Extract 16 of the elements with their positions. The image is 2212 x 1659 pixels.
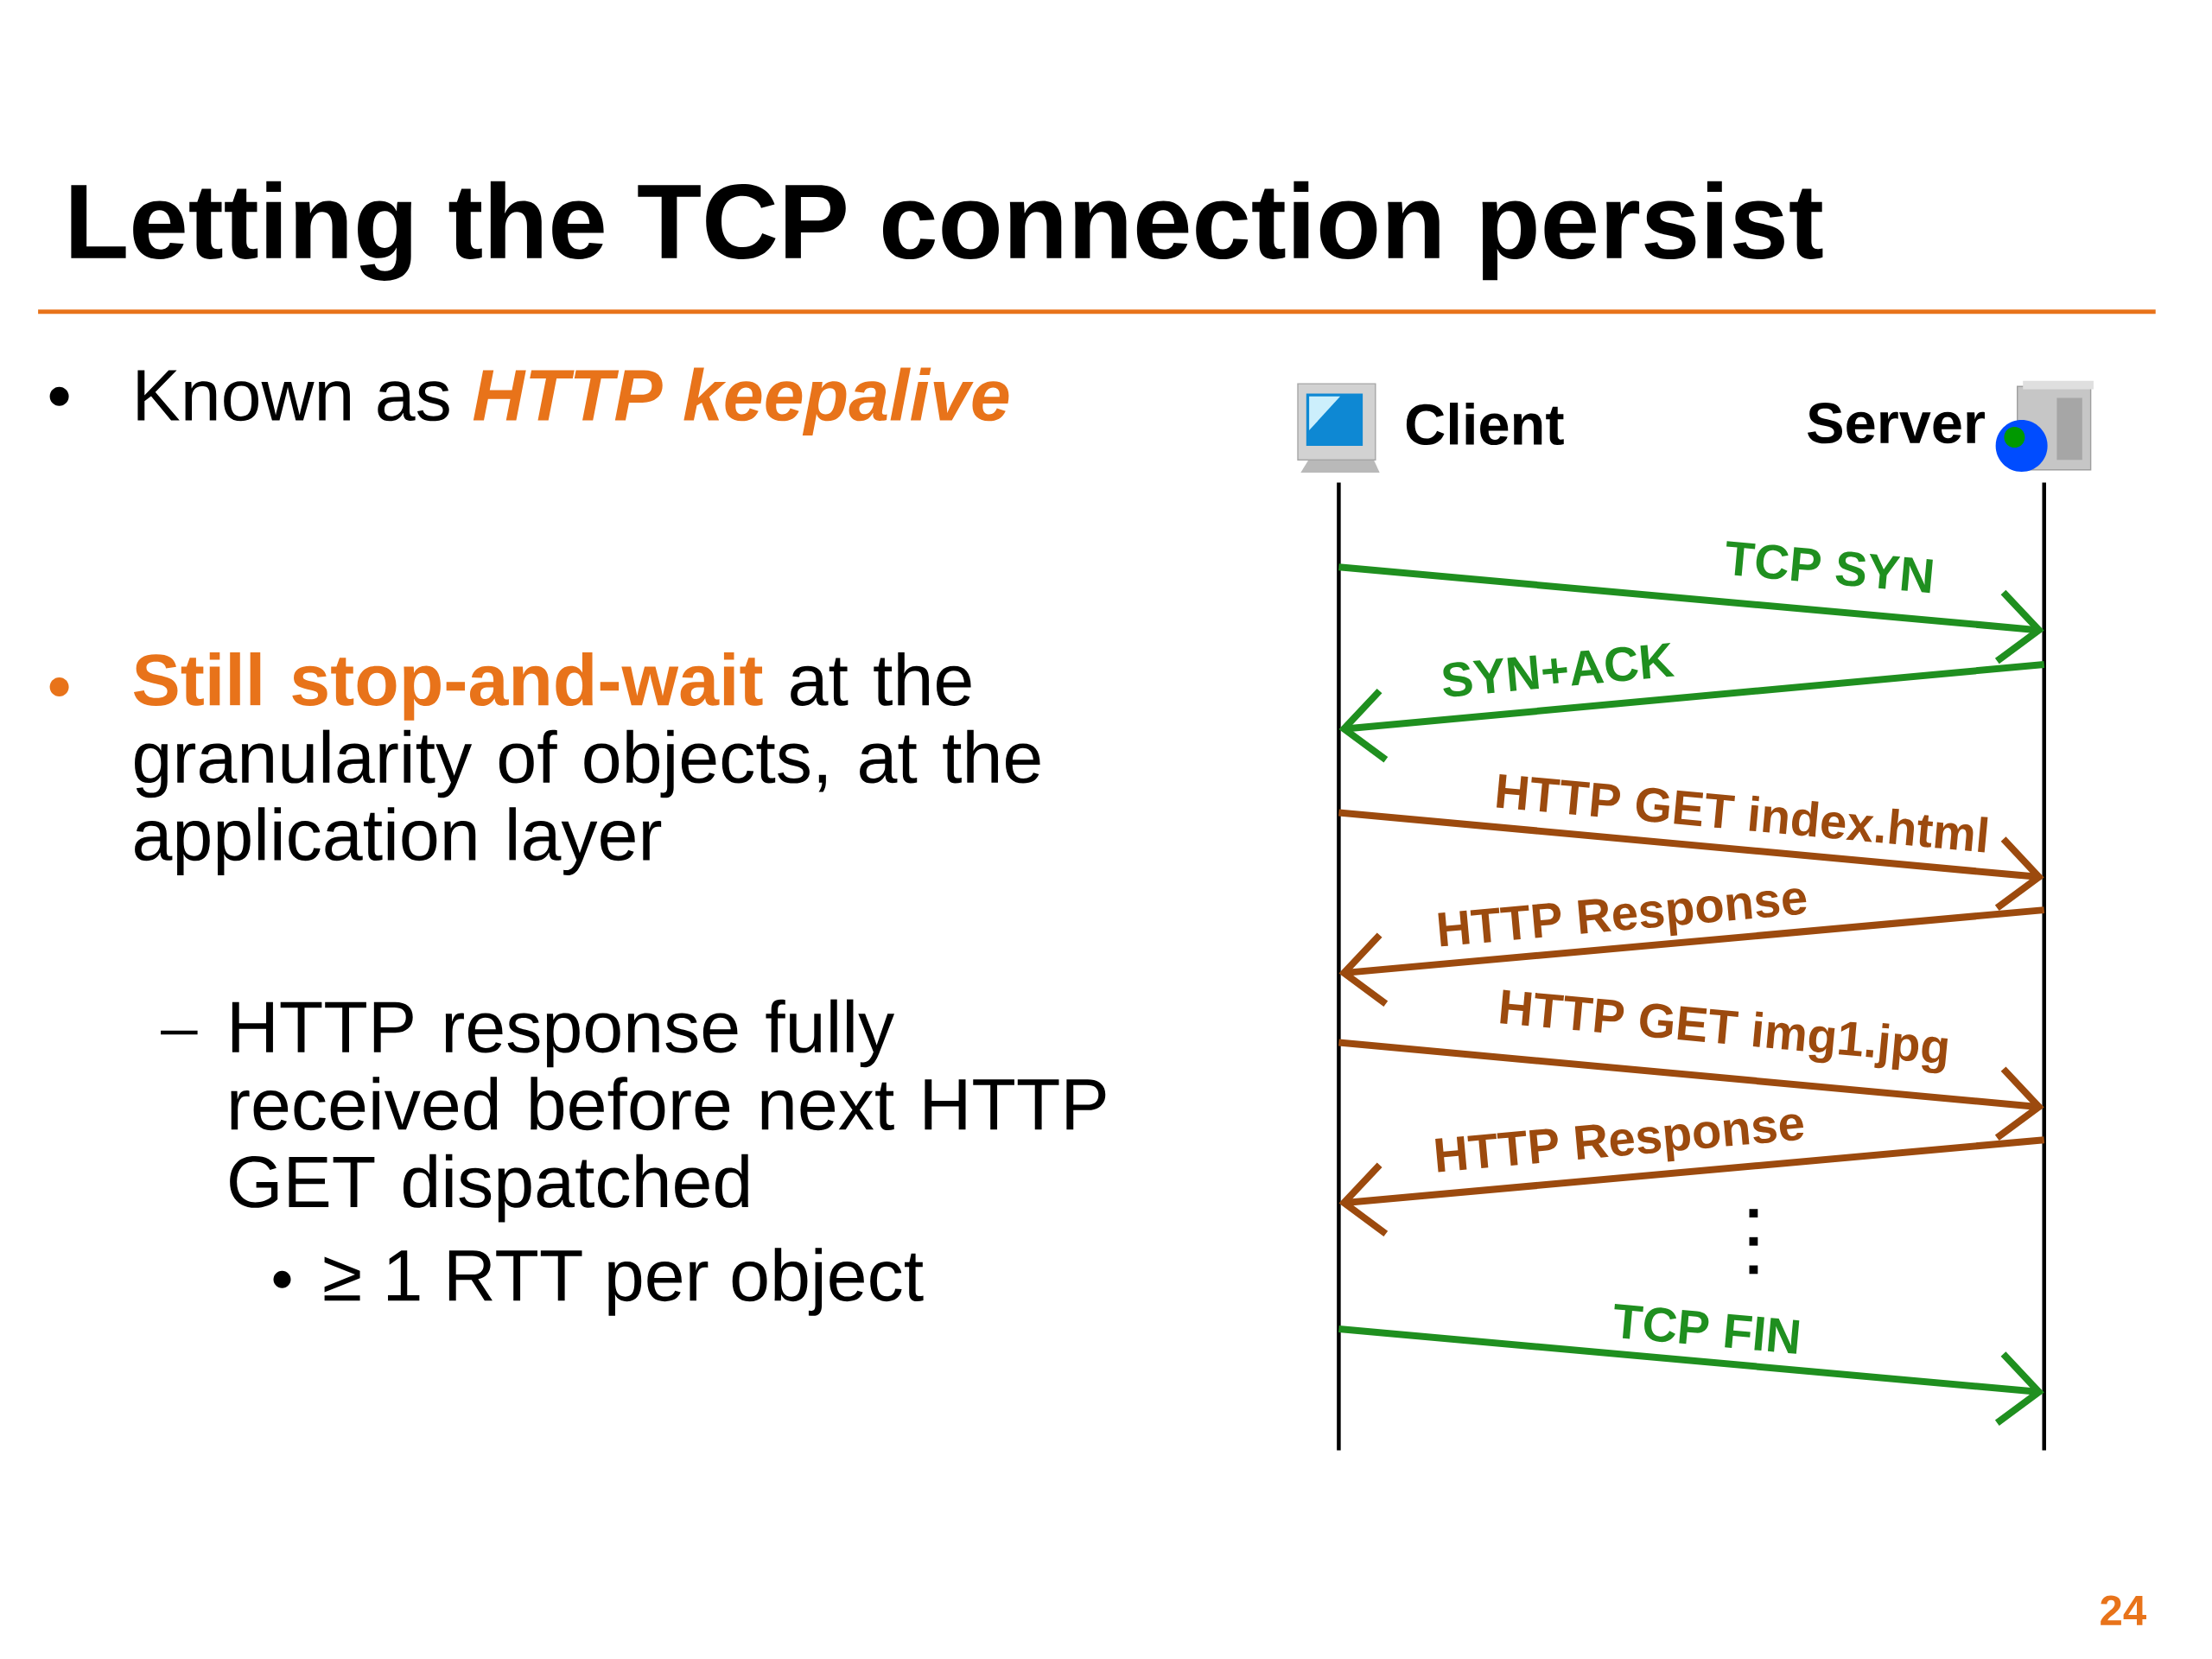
bullet-text: ≥ 1 RTT per object bbox=[324, 1248, 924, 1316]
edge-label: TCP FIN bbox=[1608, 1300, 1806, 1358]
bullet-text: HTTP response fully received before next HTTP GET dispatched bbox=[230, 999, 1106, 1223]
edge-label: HTTP GET img1.jpg bbox=[1492, 984, 1955, 1078]
edge-label: HTTP Response bbox=[1428, 1102, 1811, 1186]
edge-label: TCP SYN bbox=[1719, 537, 1940, 597]
edge-label: HTTP GET index.html bbox=[1490, 768, 1995, 857]
page-number: 24 bbox=[2101, 1595, 2146, 1625]
arrow bbox=[1338, 906, 2045, 1007]
bullet-text: Known as HTTP keepalive bbox=[137, 367, 1009, 436]
edge-label: HTTP Response bbox=[1431, 876, 1814, 961]
arrow bbox=[1338, 1136, 2045, 1237]
bullet-text: Still stop-and-wait at the granularity of objects, at the application layer bbox=[133, 652, 1040, 875]
edge-label: SYN+ACK bbox=[1436, 639, 1679, 702]
arrow bbox=[1338, 661, 2045, 763]
title: Letting the TCP connection persist bbox=[71, 181, 1823, 281]
